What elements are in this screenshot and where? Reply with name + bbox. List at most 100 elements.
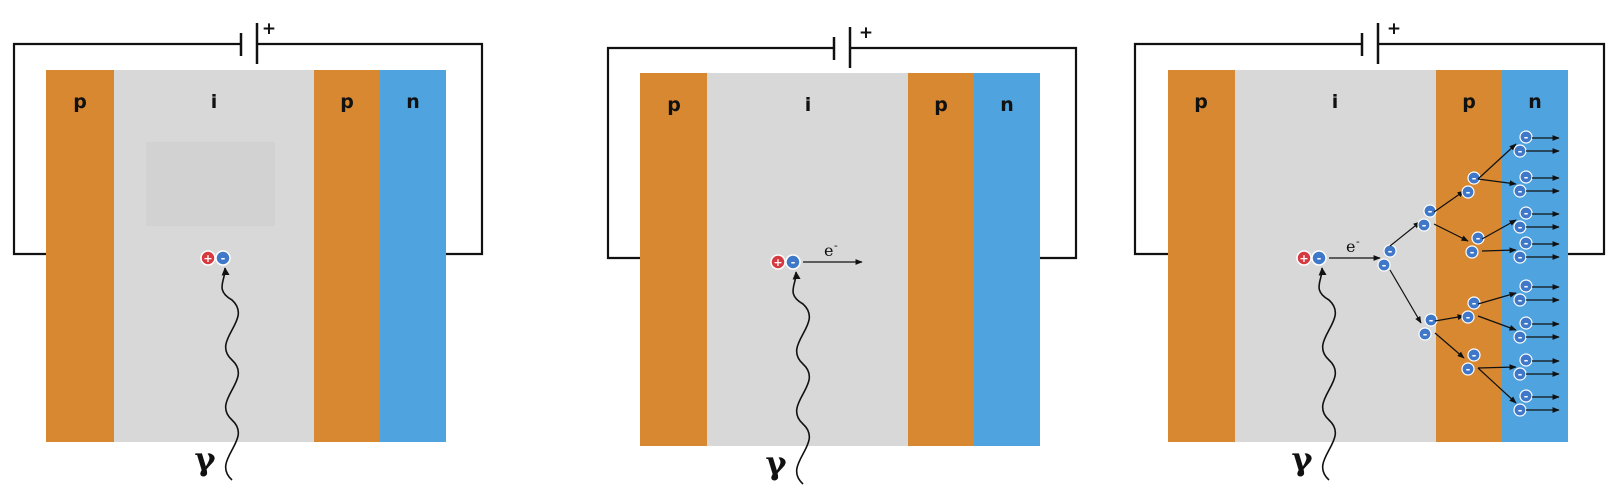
avalanche-electron-sign: -	[1524, 171, 1529, 184]
electron-label-superscript: -	[834, 239, 838, 252]
avalanche-electron-sign: -	[1518, 221, 1523, 234]
faint-highlight	[146, 142, 275, 226]
i-layer	[1235, 70, 1436, 442]
avalanche-arrow	[1477, 143, 1517, 180]
n-label: n	[1528, 91, 1542, 113]
battery-plus-label: +	[262, 19, 276, 39]
avalanche-electron	[1465, 245, 1479, 259]
p-label-left: p	[73, 91, 87, 113]
avalanche-electron-sign: -	[1518, 404, 1523, 417]
avalanche-arrow	[1477, 315, 1517, 331]
p-layer-left	[1168, 70, 1235, 442]
avalanche-electron	[1467, 348, 1481, 362]
avalanche-electron-sign: -	[1524, 317, 1529, 330]
circuit-wire-left	[1133, 42, 1361, 256]
circuit-wire-right	[1379, 42, 1606, 256]
avalanche-electron-sign: -	[1429, 314, 1434, 327]
electron-label-superscript: -	[1356, 235, 1360, 248]
i-layer	[707, 73, 908, 446]
avalanche-electron-sign: -	[1476, 232, 1481, 245]
circuit-wire-left	[12, 42, 240, 256]
circuit-wire-right	[851, 46, 1078, 260]
avalanche-electron	[1467, 171, 1481, 185]
n-label: n	[1000, 94, 1014, 116]
avalanche-arrow	[1477, 292, 1517, 305]
panel-1: + p i p n γ + -	[12, 19, 484, 481]
avalanche-arrow	[1481, 219, 1517, 240]
p-label-left: p	[1194, 91, 1208, 113]
hole: +	[1296, 250, 1312, 266]
avalanche-arrow	[1389, 269, 1422, 324]
gamma-label: γ	[765, 444, 787, 482]
battery-plus-label: +	[859, 23, 873, 43]
i-label: i	[1332, 91, 1339, 113]
p-label-left: p	[667, 94, 681, 116]
avalanche-electron-sign: -	[1518, 294, 1523, 307]
i-label: i	[211, 91, 218, 113]
avalanche-electron-sign: -	[1388, 245, 1393, 258]
avalanche-electron	[1461, 185, 1475, 199]
avalanche-electron-sign: -	[1524, 131, 1529, 144]
avalanche-electron	[1424, 313, 1438, 327]
svg-text:+: +	[203, 252, 212, 265]
avalanche-electron-sign: -	[1428, 205, 1433, 218]
avalanche-electron	[1519, 236, 1533, 250]
svg-text:+: +	[773, 256, 782, 269]
gamma-label: γ	[194, 440, 216, 478]
panel-2: + p i p n γ + - e -	[606, 23, 1078, 485]
battery-plus-label: +	[1387, 19, 1401, 39]
svg-text:-: -	[791, 256, 796, 269]
avalanche-electron	[1461, 310, 1475, 324]
gamma-label: γ	[1291, 440, 1313, 478]
hole: +	[200, 250, 216, 266]
n-layer	[974, 73, 1040, 446]
avalanche-electron	[1418, 327, 1432, 341]
avalanche-electron-sign: -	[1472, 172, 1477, 185]
circuit-wire-right	[258, 42, 484, 256]
electron: -	[1311, 250, 1327, 266]
p-label-right: p	[934, 94, 948, 116]
electron: -	[215, 250, 231, 266]
avalanche-electron-sign: -	[1382, 259, 1387, 272]
avalanche-electron	[1519, 279, 1533, 293]
avalanche-electron-sign: -	[1524, 354, 1529, 367]
p-layer-right	[314, 70, 380, 442]
avalanche-electron	[1519, 206, 1533, 220]
avalanche-arrow	[1433, 223, 1469, 242]
photon-wave	[1318, 267, 1337, 481]
n-layer	[1502, 70, 1568, 442]
avalanche-electron-sign: -	[1524, 207, 1529, 220]
p-label-right: p	[340, 91, 354, 113]
photon-wave	[792, 271, 811, 485]
avalanche-electron-sign: -	[1524, 390, 1529, 403]
avalanche-arrow	[1477, 364, 1517, 371]
avalanche-electron-sign: -	[1518, 368, 1523, 381]
avalanche-electron	[1461, 362, 1475, 376]
avalanche-arrow	[1433, 190, 1465, 213]
p-layer-left	[640, 73, 707, 446]
avalanche-electron-sign: -	[1472, 349, 1477, 362]
panel-3: + p i p n γ + - e - --------------------…	[1133, 19, 1606, 481]
avalanche-electron-sign: -	[1466, 363, 1471, 376]
n-layer	[380, 70, 446, 442]
avalanche-electron	[1519, 389, 1533, 403]
avalanche-cascade: ------------------------------	[1377, 130, 1560, 417]
avalanche-electron	[1377, 258, 1391, 272]
svg-text:+: +	[1299, 252, 1308, 265]
p-label-right: p	[1462, 91, 1476, 113]
avalanche-electron	[1519, 130, 1533, 144]
photon-wave	[221, 267, 240, 481]
avalanche-electron	[1383, 244, 1397, 258]
electron-label: e	[1346, 237, 1355, 256]
avalanche-arrow	[1481, 247, 1517, 254]
avalanche-electron-sign: -	[1524, 237, 1529, 250]
avalanche-arrow	[1477, 367, 1517, 404]
avalanche-electron-sign: -	[1518, 251, 1523, 264]
avalanche-arrow	[1434, 332, 1465, 359]
avalanche-electron-sign: -	[1423, 328, 1428, 341]
avalanche-electron-sign: -	[1422, 219, 1427, 232]
p-layer-left	[46, 70, 114, 442]
i-label: i	[805, 94, 812, 116]
avalanche-electron	[1519, 316, 1533, 330]
